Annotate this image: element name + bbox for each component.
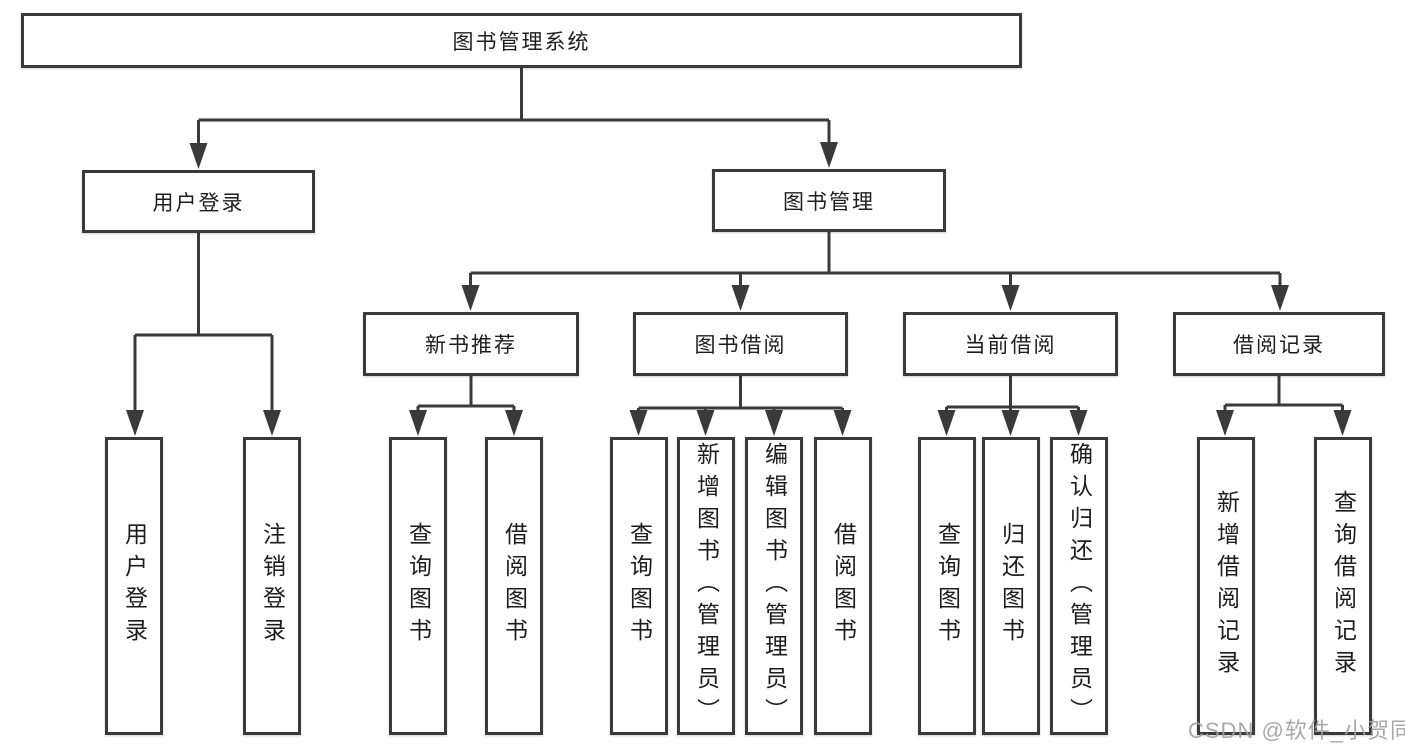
leaf-label: 查询图书 (626, 522, 653, 650)
node-current-borrow-label: 当前借阅 (964, 334, 1057, 357)
leaf-label: 编辑图书（管理员） (761, 442, 788, 730)
node-new-book-recommend: 新书推荐 (363, 312, 579, 376)
arrow-down-icon (1001, 285, 1020, 311)
leaf-edit-books-admin: 编辑图书（管理员） (745, 437, 803, 735)
arrow-down-icon (820, 142, 838, 168)
arrow-down-icon (1069, 410, 1088, 436)
node-book-management: 图书管理 (712, 169, 946, 232)
arrow-down-icon (833, 410, 852, 436)
leaf-label: 新增借阅记录 (1213, 490, 1240, 682)
arrow-down-icon (409, 410, 427, 436)
leaf-add-borrow-record: 新增借阅记录 (1197, 437, 1255, 735)
node-user-login: 用户登录 (82, 170, 315, 233)
node-book-borrow-label: 图书借阅 (694, 334, 787, 357)
node-current-borrow: 当前借阅 (903, 312, 1118, 376)
node-book-management-label: 图书管理 (783, 190, 875, 214)
leaf-logout: 注销登录 (243, 437, 301, 735)
arrow-down-icon (629, 410, 648, 436)
csdn-watermark: CSDN @软件_小贺同学 (1188, 718, 1405, 743)
leaf-query-books-1: 查询图书 (389, 437, 447, 735)
arrow-down-icon (505, 410, 523, 436)
leaf-query-books-2: 查询图书 (610, 437, 668, 735)
leaf-query-borrow-record: 查询借阅记录 (1314, 437, 1372, 735)
arrow-down-icon (263, 410, 281, 436)
arrow-down-icon (1333, 410, 1352, 436)
arrow-down-icon (937, 410, 956, 436)
leaf-label: 用户登录 (121, 522, 148, 650)
leaf-query-books-3: 查询图书 (918, 437, 976, 735)
arrow-down-icon (189, 143, 208, 169)
leaf-label: 查询借阅记录 (1330, 490, 1357, 682)
leaf-label: 借阅图书 (501, 522, 528, 650)
arrow-down-icon (461, 285, 480, 311)
leaf-user-login: 用户登录 (105, 437, 163, 735)
arrow-down-icon (1271, 285, 1289, 311)
arrow-down-icon (696, 410, 715, 436)
arrow-down-icon (1001, 410, 1020, 436)
leaf-return-books: 归还图书 (982, 437, 1040, 735)
leaf-label: 查询图书 (934, 522, 961, 650)
leaf-borrow-books-1: 借阅图书 (485, 437, 543, 735)
leaf-label: 注销登录 (259, 522, 286, 650)
leaf-label: 确认归还（管理员） (1066, 442, 1093, 730)
leaf-label: 查询图书 (405, 522, 432, 650)
leaf-label: 新增图书（管理员） (693, 442, 720, 730)
arrow-down-icon (126, 410, 144, 436)
arrow-down-icon (1216, 410, 1234, 436)
node-root-label: 图书管理系统 (452, 30, 591, 54)
node-borrow-records: 借阅记录 (1173, 312, 1385, 376)
arrow-down-icon (731, 285, 750, 311)
leaf-borrow-books-2: 借阅图书 (814, 437, 872, 735)
leaf-confirm-return-admin: 确认归还（管理员） (1050, 437, 1108, 735)
node-book-borrow: 图书借阅 (633, 312, 848, 376)
node-user-login-label: 用户登录 (152, 191, 245, 215)
leaf-label: 借阅图书 (830, 522, 857, 650)
node-root: 图书管理系统 (21, 13, 1022, 68)
leaf-label: 归还图书 (998, 522, 1025, 650)
arrow-down-icon (765, 410, 783, 436)
node-new-book-recommend-label: 新书推荐 (425, 334, 517, 357)
leaf-add-books-admin: 新增图书（管理员） (677, 437, 735, 735)
node-borrow-records-label: 借阅记录 (1233, 334, 1325, 357)
